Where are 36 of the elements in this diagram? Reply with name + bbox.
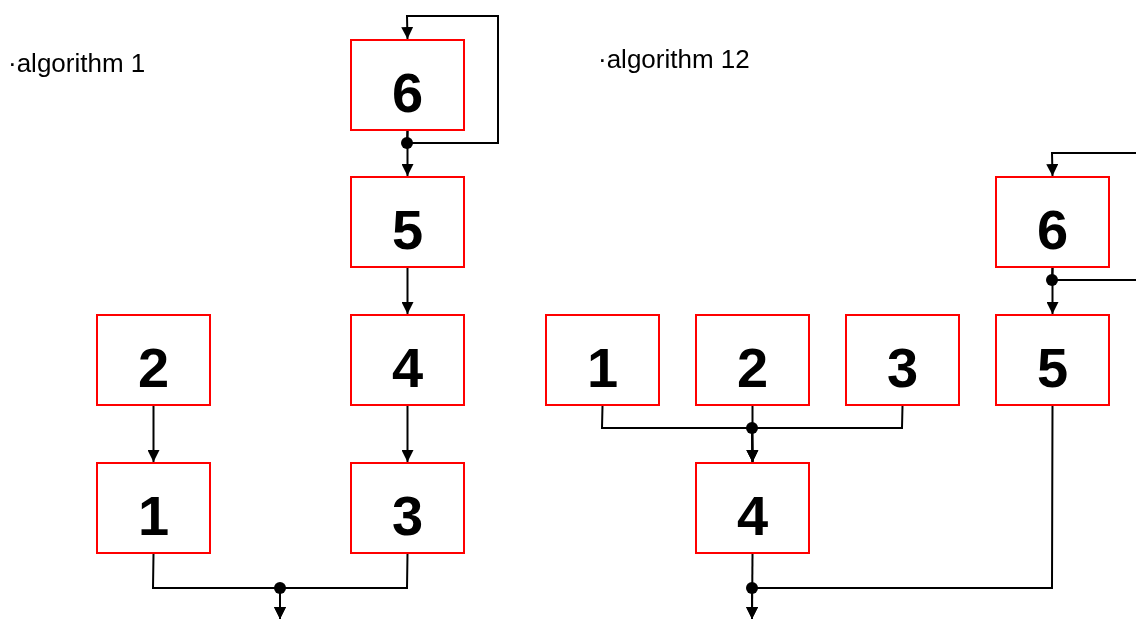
step-number: 5 <box>391 202 424 258</box>
step-number: 4 <box>391 340 424 396</box>
process-box <box>350 176 465 268</box>
process-box <box>845 314 960 406</box>
process-box <box>96 314 211 406</box>
arrow <box>401 267 414 315</box>
step-number: 3 <box>391 488 424 544</box>
process-box <box>350 314 465 406</box>
step-number: 2 <box>137 340 170 396</box>
arrow <box>401 405 414 463</box>
process-box <box>350 462 465 554</box>
arrow <box>274 553 409 620</box>
step-number: 6 <box>391 65 424 121</box>
step-number: 2 <box>736 340 769 396</box>
process-box <box>350 39 465 131</box>
process-box <box>995 314 1110 406</box>
step-number: 3 <box>886 340 919 396</box>
arrow <box>147 405 160 463</box>
process-box <box>545 314 660 406</box>
process-box <box>695 314 810 406</box>
arrow <box>1046 152 1136 281</box>
process-box <box>995 176 1110 268</box>
process-box <box>695 462 810 554</box>
step-number: 1 <box>586 340 619 396</box>
step-number: 6 <box>1036 202 1069 258</box>
arrow <box>746 405 904 463</box>
section-heading: ·algorithm 1 <box>8 48 146 79</box>
step-number: 1 <box>137 488 170 544</box>
arrow <box>1046 267 1059 315</box>
step-number: 4 <box>736 488 769 544</box>
arrow <box>746 405 1054 620</box>
step-number: 5 <box>1036 340 1069 396</box>
arrow <box>401 130 414 177</box>
process-box <box>96 462 211 554</box>
arrow <box>401 15 499 144</box>
section-heading: ·algorithm 12 <box>598 44 750 75</box>
